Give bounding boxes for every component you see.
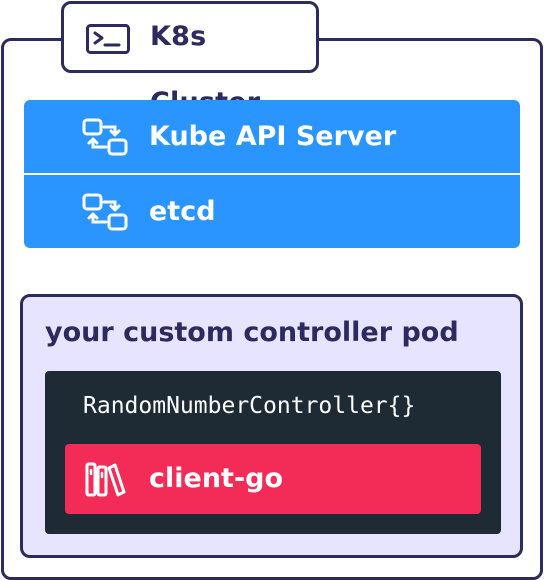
etcd-label: etcd bbox=[149, 196, 216, 227]
k8s-cluster-tab: K8s Cluster bbox=[61, 1, 319, 118]
kube-api-server-label: Kube API Server bbox=[149, 121, 397, 152]
sync-icon bbox=[82, 193, 128, 231]
terminal-icon bbox=[86, 24, 130, 54]
control-plane-group: Kube API Server etcd bbox=[24, 100, 520, 248]
client-go-box: client-go bbox=[65, 444, 481, 514]
etcd-box: etcd bbox=[24, 175, 520, 248]
controller-name: RandomNumberController{} bbox=[83, 393, 416, 419]
client-go-label: client-go bbox=[149, 463, 284, 494]
pod-title: your custom controller pod bbox=[45, 317, 459, 348]
cluster-title: K8s Cluster bbox=[150, 21, 260, 118]
controller-box: RandomNumberController{} client-go bbox=[45, 371, 501, 534]
kube-api-server-box: Kube API Server bbox=[24, 100, 520, 173]
library-icon bbox=[85, 462, 126, 497]
custom-controller-pod: your custom controller pod RandomNumberC… bbox=[20, 294, 523, 558]
sync-icon bbox=[82, 118, 128, 156]
